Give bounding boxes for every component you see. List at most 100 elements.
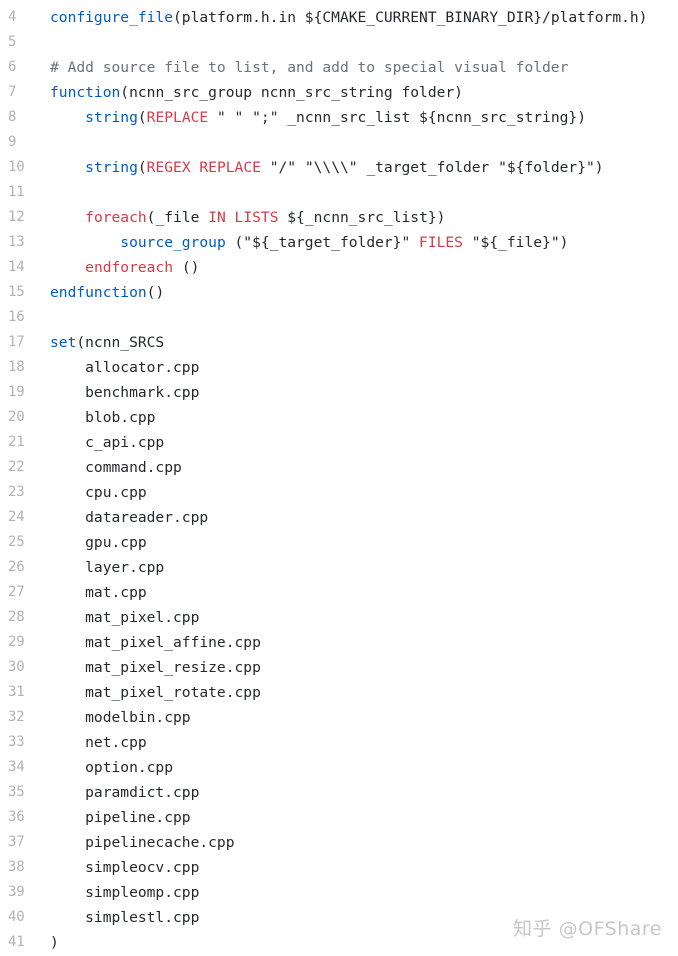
line-number: 28 (8, 609, 25, 625)
code-line: 13 source_group ("${_target_folder}" FIL… (0, 230, 678, 255)
code-token: simplestl.cpp (50, 909, 200, 926)
line-number: 24 (8, 509, 25, 525)
code-token: modelbin.cpp (50, 709, 191, 726)
line-code: endfunction() (36, 280, 678, 305)
code-line: 12 foreach(_file IN LISTS ${_ncnn_src_li… (0, 205, 678, 230)
line-code: c_api.cpp (36, 430, 678, 455)
watermark: 知乎 @OFShare (513, 918, 662, 940)
code-line: 29 mat_pixel_affine.cpp (0, 630, 678, 655)
code-token: (ncnn_src_group ncnn_src_string folder) (120, 84, 463, 101)
code-token: string (85, 109, 138, 126)
code-line: 19 benchmark.cpp (0, 380, 678, 405)
code-token: FILES (419, 234, 463, 251)
code-line: 33 net.cpp (0, 730, 678, 755)
code-line: 30 mat_pixel_resize.cpp (0, 655, 678, 680)
line-code: ) (36, 930, 678, 955)
code-token: layer.cpp (50, 559, 165, 576)
line-number: 21 (8, 434, 25, 450)
line-number: 20 (8, 409, 25, 425)
code-token: (ncnn_SRCS (76, 334, 165, 351)
code-line: 20 blob.cpp (0, 405, 678, 430)
line-code: simplestl.cpp (36, 905, 678, 930)
code-token (50, 109, 85, 126)
line-number: 5 (8, 34, 17, 50)
code-token: () (146, 284, 165, 301)
line-number: 27 (8, 584, 25, 600)
line-number: 26 (8, 559, 25, 575)
code-line: 22 command.cpp (0, 455, 678, 480)
line-code: option.cpp (36, 755, 678, 780)
line-code (36, 305, 678, 330)
code-token: net.cpp (50, 734, 147, 751)
line-code: layer.cpp (36, 555, 678, 580)
line-number: 23 (8, 484, 25, 500)
code-token: blob.cpp (50, 409, 156, 426)
code-line: 38 simpleocv.cpp (0, 855, 678, 880)
code-line: 6 # Add source file to list, and add to s… (0, 55, 678, 80)
line-number: 33 (8, 734, 25, 750)
line-number: 16 (8, 309, 25, 325)
code-token: paramdict.cpp (50, 784, 200, 801)
code-line: 21 c_api.cpp (0, 430, 678, 455)
code-view[interactable]: 4 configure_file(platform.h.in ${CMAKE_CU… (0, 5, 678, 955)
line-code: source_group ("${_target_folder}" FILES … (36, 230, 678, 255)
line-number: 30 (8, 659, 25, 675)
code-token: ( (137, 159, 147, 176)
code-token: source_group (120, 234, 226, 251)
code-line: 32 modelbin.cpp (0, 705, 678, 730)
line-number: 19 (8, 384, 25, 400)
line-number: 15 (8, 284, 25, 300)
code-token: mat.cpp (50, 584, 147, 601)
code-line: 16 (0, 305, 678, 330)
code-token: configure_file (50, 9, 174, 26)
line-code: pipeline.cpp (36, 805, 678, 830)
line-number: 25 (8, 534, 25, 550)
line-number: 31 (8, 684, 25, 700)
line-code: endforeach () (36, 255, 678, 280)
code-token: pipelinecache.cpp (50, 834, 235, 851)
line-code: modelbin.cpp (36, 705, 678, 730)
line-number: 37 (8, 834, 25, 850)
code-line: 23 cpu.cpp (0, 480, 678, 505)
line-number: 6 (8, 59, 17, 75)
code-token: option.cpp (50, 759, 174, 776)
code-line: 34 option.cpp (0, 755, 678, 780)
line-code (36, 30, 678, 55)
code-line: 28 mat_pixel.cpp (0, 605, 678, 630)
code-token: endforeach (85, 259, 174, 276)
code-token: (_file (146, 209, 209, 226)
line-number: 32 (8, 709, 25, 725)
line-code: string(REGEX REPLACE "/" "\\\\" _target_… (36, 155, 678, 180)
line-code (36, 130, 678, 155)
line-code: gpu.cpp (36, 530, 678, 555)
line-number: 4 (8, 9, 17, 25)
code-line: 18 allocator.cpp (0, 355, 678, 380)
line-number: 8 (8, 109, 17, 125)
line-number: 9 (8, 134, 17, 150)
code-token: # Add source file to list, and add to sp… (50, 59, 569, 76)
code-token: gpu.cpp (50, 534, 147, 551)
code-line: 4 configure_file(platform.h.in ${CMAKE_CU… (0, 5, 678, 30)
line-code: string(REPLACE " " ";" _ncnn_src_list ${… (36, 105, 678, 130)
code-token (50, 234, 120, 251)
code-line: 40 simplestl.cpp (0, 905, 678, 930)
code-token: mat_pixel_resize.cpp (50, 659, 261, 676)
code-line: 35 paramdict.cpp (0, 780, 678, 805)
line-number: 38 (8, 859, 25, 875)
line-code: simpleocv.cpp (36, 855, 678, 880)
line-code: command.cpp (36, 455, 678, 480)
code-token: mat_pixel_rotate.cpp (50, 684, 261, 701)
line-code: mat.cpp (36, 580, 678, 605)
line-number: 10 (8, 159, 25, 175)
line-number: 29 (8, 634, 25, 650)
code-token: " " ";" _ncnn_src_list ${ncnn_src_string… (208, 109, 586, 126)
code-token: function (50, 84, 121, 101)
code-line: 9 (0, 130, 678, 155)
line-code: pipelinecache.cpp (36, 830, 678, 855)
code-line: 31 mat_pixel_rotate.cpp (0, 680, 678, 705)
line-code: benchmark.cpp (36, 380, 678, 405)
code-line: 15 endfunction() (0, 280, 678, 305)
line-number: 34 (8, 759, 25, 775)
code-token: (platform.h.in ${CMAKE_CURRENT_BINARY_DI… (173, 9, 648, 26)
